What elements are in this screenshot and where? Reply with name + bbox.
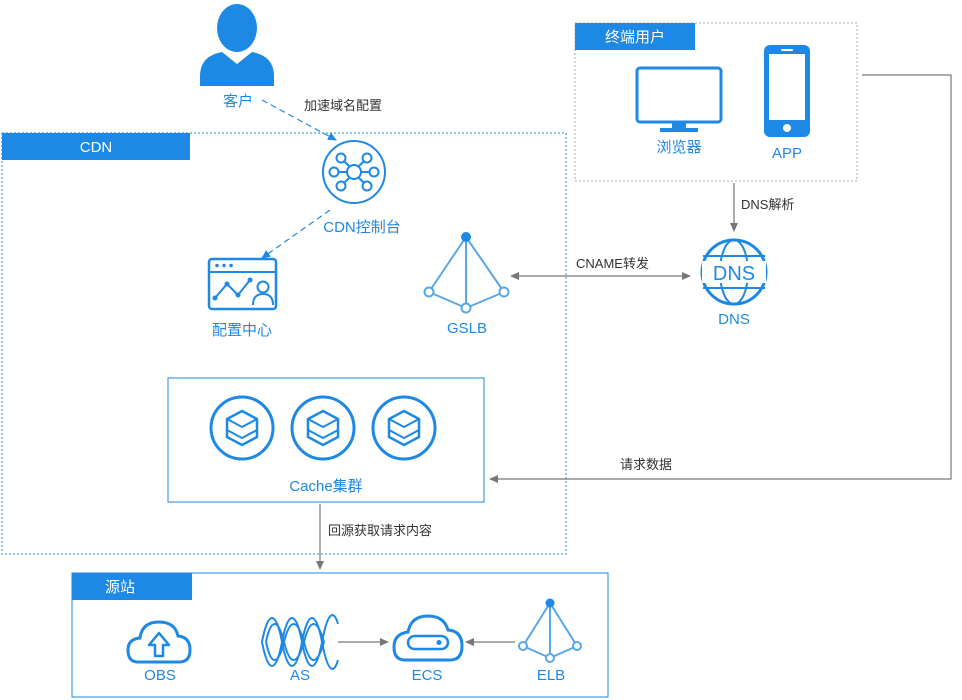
edge-label-customer-to-console: 加速域名配置 [304,98,382,113]
obs-node: OBS [126,620,192,684]
edge-users-to-dns: DNS解析 [730,183,794,232]
cache-node-icon [371,395,437,461]
elb-label: ELB [537,667,565,684]
edge-label-gslb-dns: CNAME转发 [576,256,649,271]
app-label: APP [772,145,802,162]
edge-label-users-to-dns: DNS解析 [741,197,794,212]
smartphone-icon [764,45,810,137]
customer-node: 客户 [200,4,274,110]
edge-label-users-to-cache: 请求数据 [620,457,672,472]
config-center-label: 配置中心 [212,322,272,339]
network-hub-icon [322,140,386,204]
dns-globe-icon: DNS [700,238,768,306]
customer-label: 客户 [223,93,253,110]
dashboard-icon [207,257,278,311]
edge-label-cache-to-origin: 回源获取请求内容 [328,523,432,538]
cloud-upload-icon [126,620,192,664]
origin-title: 源站 [105,579,135,596]
cdn-console-label: CDN控制台 [323,219,401,236]
as-label: AS [290,667,310,684]
edge-users-to-cache: 请求数据 [489,74,952,483]
gslb-node: GSLB [423,232,510,337]
app-node: APP [764,45,810,162]
browser-node: 浏览器 [635,66,723,156]
end-users-container: 终端用户 [574,22,858,182]
edge-cache-to-origin: 回源获取请求内容 [316,504,432,570]
cache-nodes: Cache集群 [209,395,437,495]
cdn-title: CDN [80,139,113,156]
edge-console-to-config [261,209,331,259]
dns-node: DNS DNS [700,238,768,328]
end-users-title: 终端用户 [605,29,665,46]
elb-node: ELB [518,598,582,684]
edge-gslb-dns: CNAME转发 [510,256,691,280]
cache-node-icon [290,395,356,461]
server-cloud-icon [392,614,464,662]
edge-customer-to-console: 加速域名配置 [261,98,382,141]
monitor-icon [635,66,723,132]
browser-label: 浏览器 [656,139,701,156]
ecs-node: ECS [392,614,464,684]
dns-label: DNS [718,311,750,328]
gslb-label: GSLB [447,320,487,337]
origin-container: 源站 [71,572,609,698]
load-balancer-icon [518,598,582,663]
as-node: AS [261,614,339,684]
ecs-label: ECS [412,667,443,684]
cache-node-icon [209,395,275,461]
auto-scaling-icon [261,614,339,670]
dns-icon-text: DNS [713,263,755,285]
load-balancer-icon [423,232,510,314]
config-center-node: 配置中心 [207,257,278,339]
cdn-container: CDN [1,132,567,555]
cache-cluster-box [167,377,485,503]
user-icon [200,4,274,86]
cache-cluster-label: Cache集群 [289,478,362,495]
cdn-console-node: CDN控制台 [322,140,401,236]
obs-label: OBS [144,667,176,684]
